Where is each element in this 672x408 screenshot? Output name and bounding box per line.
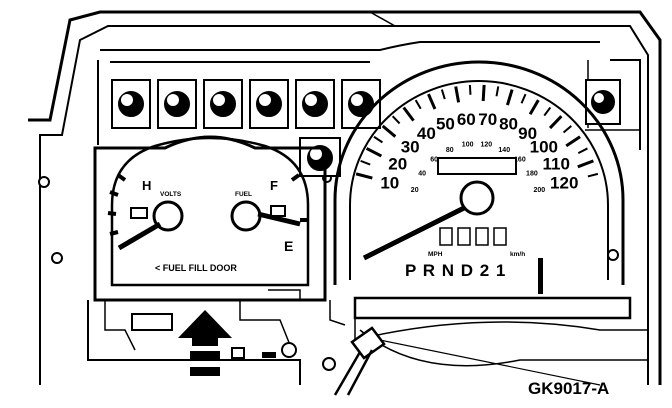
- kmh-scale-label: 140: [498, 147, 510, 154]
- speedometer-needle-hub: [459, 180, 495, 216]
- mph-scale-label: 60: [457, 110, 476, 129]
- odometer-window: [437, 157, 517, 175]
- warning-lamp-bulb-sockets: [111, 79, 621, 177]
- connector-pad: [231, 347, 245, 359]
- speedometer-tick: [468, 84, 472, 95]
- speedometer-needle: [362, 205, 466, 261]
- battery-icon: [130, 207, 148, 219]
- fuel-full-label: F: [270, 178, 278, 193]
- mph-unit-label: MPH: [428, 251, 443, 258]
- mph-scale-label: 30: [401, 138, 420, 157]
- volts-label: VOLTS: [160, 191, 182, 198]
- fuel-fill-door-label: < FUEL FILL DOOR: [155, 263, 237, 273]
- kmh-scale-label: 20: [411, 187, 419, 194]
- kmh-scale-label: 120: [481, 142, 493, 149]
- speedometer-tick: [427, 93, 437, 110]
- mph-scale-label: 70: [478, 110, 497, 129]
- speedometer-tick: [548, 115, 563, 130]
- speedometer-tick: [402, 106, 415, 122]
- wiring-harness-connector: [333, 326, 386, 396]
- kmh-scale-label: 60: [430, 157, 438, 164]
- fuel-pump-icon: [270, 205, 286, 217]
- speedometer-tick: [577, 147, 588, 155]
- mph-scale-label: 90: [518, 124, 537, 143]
- trip-odometer-digits: [439, 227, 507, 246]
- prnd21-gear-indicator: P R N D 2 1: [405, 261, 506, 280]
- speedometer-tick: [440, 89, 446, 100]
- speedometer-tick: [495, 86, 500, 97]
- fuel-label: FUEL: [235, 191, 252, 198]
- speedometer-tick: [414, 99, 422, 110]
- speedometer-tick: [365, 147, 383, 158]
- lower-housing: [87, 289, 648, 386]
- gear-pointer: [538, 258, 543, 294]
- volts-needle: [117, 221, 162, 251]
- volts-needle-hub: [152, 200, 184, 232]
- connector-pad: [262, 352, 276, 358]
- speedometer-tick: [562, 125, 572, 134]
- fuel-needle-hub: [230, 200, 262, 232]
- mph-scale-label: 110: [543, 154, 570, 173]
- mph-scale-label: 120: [550, 174, 578, 193]
- speedometer-tick: [481, 84, 486, 102]
- mph-scale-label: 50: [436, 115, 455, 134]
- speedometer-tick: [391, 115, 401, 125]
- figure-caption: GK9017-A: [528, 379, 609, 398]
- speedometer-tick: [577, 159, 594, 169]
- speedometer-tick: [565, 135, 581, 148]
- fuel-empty-label: E: [284, 238, 293, 254]
- mph-scale-label: 100: [530, 138, 558, 157]
- speedometer-tick: [528, 99, 540, 115]
- speedometer-tick: [381, 124, 397, 138]
- speedometer-tick: [505, 89, 514, 106]
- kmh-scale-label: 200: [533, 187, 545, 194]
- mph-scale-label: 20: [388, 154, 407, 173]
- speedometer-tick: [360, 159, 371, 166]
- mph-scale-label: 40: [417, 124, 436, 143]
- left-gauge-panel: H VOLTS FUEL F E < FUEL FILL DOOR: [93, 135, 327, 302]
- circuit-board-hole: [322, 357, 336, 371]
- speedometer-tick: [543, 106, 552, 117]
- kmh-scale-label: 160: [514, 157, 526, 164]
- speedometer-tick-marks: [355, 84, 599, 180]
- mph-scale-label: 80: [499, 115, 518, 134]
- kmh-unit-label: km/h: [510, 251, 525, 258]
- mph-scale-label: 10: [380, 174, 399, 193]
- cluster-housing: [28, 10, 662, 385]
- speedometer-tick: [373, 135, 384, 144]
- kmh-scale-label: 40: [418, 170, 426, 177]
- temp-high-label: H: [142, 178, 151, 193]
- mounting-holes: [38, 173, 619, 264]
- speedometer-tick: [355, 172, 373, 180]
- speedometer-tick: [520, 93, 527, 104]
- fuel-needle: [257, 211, 301, 227]
- circuit-board-hole: [281, 342, 297, 358]
- up-arrow-icon: [178, 310, 232, 376]
- kmh-scale-label: 180: [526, 170, 538, 177]
- kmh-scale-label: 100: [462, 142, 474, 149]
- speedometer-tick: [454, 86, 461, 103]
- kmh-scale-label: 80: [446, 147, 454, 154]
- speedometer-tick: [587, 172, 599, 178]
